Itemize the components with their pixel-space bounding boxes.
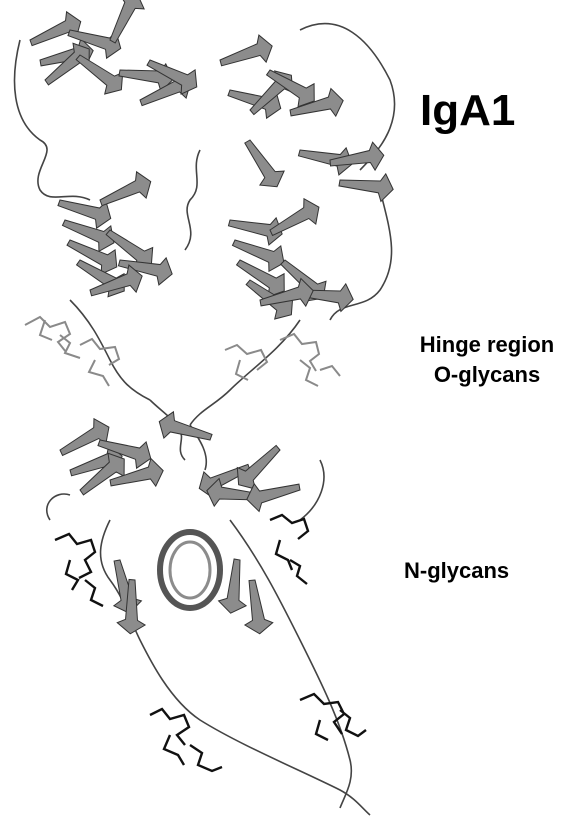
n-glycans-label: N-glycans [404, 558, 509, 584]
fc-ring-inner [170, 542, 210, 598]
fab-domain-left-upper [25, 0, 204, 113]
protein-backbone [15, 24, 395, 815]
structure-title: IgA1 [420, 86, 515, 136]
hinge-label-line1: Hinge region [402, 330, 570, 360]
n-glycans [55, 515, 366, 771]
fab-domain-right-upper [216, 33, 395, 204]
o-glycans [25, 317, 340, 386]
hinge-label-line2: O-glycans [402, 360, 570, 390]
fab-domain-right-lower [226, 194, 355, 325]
hinge-region-label: Hinge region O-glycans [402, 330, 570, 390]
fab-domain-left-lower [55, 168, 176, 303]
